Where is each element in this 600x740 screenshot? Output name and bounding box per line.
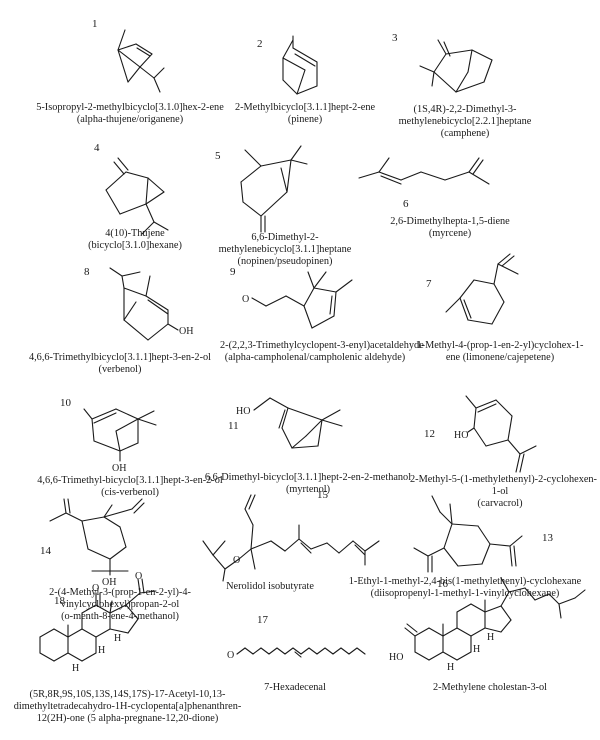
oxygen-label: O [135, 571, 142, 582]
structure-9: O [242, 271, 353, 329]
compound-caption: (1S,4R)-2,2-Dimethyl-3- methylenebicyclo… [398, 104, 532, 139]
compound-16: 16 [385, 570, 595, 710]
compound-6: 6 2,6-Dimethylhepta-1,5-diene (myrcene) [355, 150, 580, 260]
compound-5: 5 6,6-Dimethyl-2- methylenebicyclo[3.1.1… [205, 140, 365, 270]
compound-number: 18 [54, 595, 65, 607]
hydrogen-label: H [114, 633, 121, 644]
compound-15: 15 [195, 485, 400, 605]
compound-9: 9 O 2-(2,2,3-Trimethylcyclopent-3-enyl)a… [220, 250, 424, 380]
compound-number: 15 [317, 489, 328, 501]
compound-number: 2 [257, 38, 263, 50]
oxygen-label: O [227, 650, 234, 661]
compound-caption: 2-Methyl-5-(1-methylethenyl)-2-cyclohexe… [410, 474, 597, 509]
structure-16: HO H H H [389, 577, 586, 673]
compound-1: 1 5-Isopropyl-2-methylbicyclo[3.1.0]hex-… [36, 10, 224, 125]
compound-number: 13 [542, 532, 553, 544]
compound-number: 11 [228, 420, 239, 432]
compound-number: 9 [230, 266, 236, 278]
compound-caption: 2-Methylene cholestan-3-ol [432, 682, 548, 693]
compound-10: 10 OH 4,6,6-Trimethyl-bicyclo[3.1.1]hept… [30, 385, 230, 505]
compound-number: 16 [437, 578, 448, 590]
compound-caption: 1-Ethyl-1-methyl-2,4-bis(1-methylethenyl… [348, 576, 582, 599]
hydrogen-label: H [72, 663, 79, 674]
compound-number: 17 [257, 614, 268, 626]
structure-13 [413, 495, 523, 573]
structure-3 [419, 39, 493, 93]
structure-4 [105, 157, 169, 235]
structure-17: O [227, 647, 366, 661]
compound-3: 3 (1S,4R)-2,2-Dimethyl-3- methylenebicyc… [380, 10, 580, 140]
hydroxyl-label: OH [102, 577, 116, 588]
compound-18: 18 [10, 571, 245, 740]
compound-number: 12 [424, 428, 435, 440]
compound-caption: 2-(2,2,3-Trimethylcyclopent-3-enyl)aceta… [220, 340, 424, 363]
compound-7: 7 1-Methyl-4-(prop-1-en-2-yl)cyclohex-1-… [410, 250, 590, 380]
compound-caption: Nerolidol isobutyrate [226, 581, 314, 592]
compound-caption: (5R,8R,9S,10S,13S,14S,17S)-17-Acetyl-10,… [13, 689, 242, 724]
oxygen-label: O [233, 555, 240, 566]
structure-6 [358, 157, 490, 185]
compound-number: 3 [392, 32, 398, 44]
compound-number: 7 [426, 278, 432, 290]
hydroxyl-label: OH [112, 463, 126, 474]
compound-number: 4 [94, 142, 100, 154]
hydroxyl-label: HO [454, 430, 468, 441]
hydrogen-label: H [473, 644, 480, 655]
oxygen-label: O [92, 583, 99, 594]
oxygen-label: O [242, 294, 249, 305]
structure-11: HO [236, 397, 343, 449]
compound-caption: 2,6-Dimethylhepta-1,5-diene (myrcene) [390, 216, 510, 239]
compound-11: 11 HO 6,6-Dimethyl-bicyclo[3.1.1]hept-2-… [205, 380, 411, 510]
compound-number: 8 [84, 266, 90, 278]
hydrogen-label: H [98, 645, 105, 656]
structure-14: OH [49, 498, 145, 588]
structure-15: O [202, 494, 380, 582]
compound-caption: 7-Hexadecenal [264, 682, 326, 693]
hydrogen-label: H [447, 662, 454, 673]
hydroxyl-label: HO [236, 406, 250, 417]
compound-number: 5 [215, 150, 221, 162]
structure-2 [282, 35, 318, 95]
hydroxyl-label: OH [179, 326, 193, 337]
hydrogen-label: H [487, 632, 494, 643]
compound-caption: 2-(4-Methyl-3-(prop-1-en-2-yl)-4- vinylc… [49, 587, 191, 622]
compound-13: 13 1-Ethyl-1 [349, 490, 595, 620]
compound-number: 6 [403, 198, 409, 210]
hydroxyl-label: HO [389, 652, 403, 663]
compound-caption: 5-Isopropyl-2-methylbicyclo[3.1.0]hex-2-… [36, 102, 224, 125]
compound-caption: 6,6-Dimethyl-bicyclo[3.1.1]hept-2-en-2-m… [204, 472, 412, 495]
compound-12: 12 HO 2-Methyl-5-(1-methylethenyl)-2-cyc… [410, 380, 597, 510]
structure-18: O O H H H [39, 571, 157, 674]
compound-14: 14 OH [20, 495, 220, 625]
structure-7 [445, 253, 519, 325]
compound-2: 2 2-Methylbicyclo[3.1.1]hept-2-ene (pine… [235, 10, 375, 125]
compound-number: 14 [40, 545, 51, 557]
compound-17: 17 O 7-Hexadecenal [225, 610, 395, 710]
compound-caption: 4(10)-Thujene (bicyclo[3.1.0]hexane) [88, 228, 182, 251]
structure-8: OH [109, 267, 193, 341]
compound-number: 1 [92, 18, 98, 30]
compound-number: 10 [60, 397, 71, 409]
compound-caption: 4,6,6-Trimethylbicyclo[3.1.1]hept-3-en-2… [28, 352, 212, 375]
structure-1 [117, 29, 165, 93]
compound-caption: 2-Methylbicyclo[3.1.1]hept-2-ene (pinene… [234, 102, 376, 125]
compound-8: 8 OH 4,6,6-Trimethylbicyclo[3.1.1]hept-3… [29, 262, 240, 382]
compound-caption: 4,6,6-Trimethyl-bicyclo[3.1.1]hept-3-en-… [37, 475, 223, 498]
compound-caption: 1-Methyl-4-(prop-1-en-2-yl)cyclohex-1- e… [416, 340, 584, 363]
structure-5 [240, 145, 308, 233]
structure-12: HO [454, 395, 537, 473]
compound-caption: 6,6-Dimethyl-2- methylenebicyclo[3.1.1]h… [218, 232, 352, 267]
compound-4: 4 4(10)-Thujene (bicyclo[3.1.0]hexane) [50, 140, 230, 260]
structure-10: OH [83, 408, 157, 474]
